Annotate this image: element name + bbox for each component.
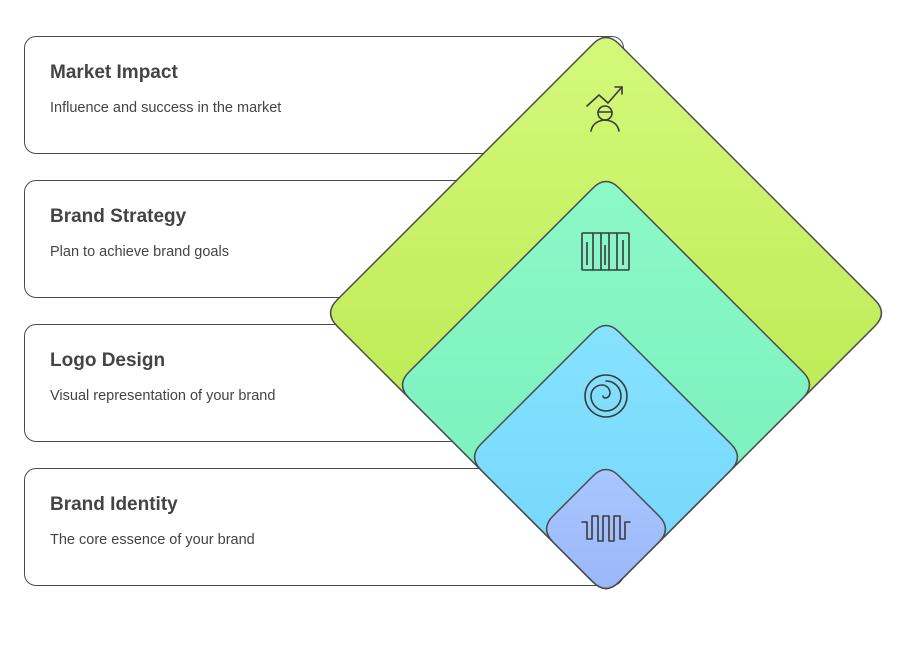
card-title: Brand Strategy: [50, 206, 187, 227]
card-description: Plan to achieve brand goals: [50, 244, 229, 260]
columns-plan-icon: [581, 232, 630, 271]
card-description: Influence and success in the market: [50, 100, 282, 116]
card-title: Logo Design: [50, 350, 166, 371]
growth-person-icon: [586, 86, 623, 132]
card-title: Brand Identity: [50, 494, 178, 515]
card-market-impact: Market Impact Influence and success in t…: [24, 36, 624, 154]
card-description: Visual representation of your brand: [50, 388, 276, 404]
spiral-logo-icon: [584, 374, 628, 418]
diamond-brand-identity: [545, 468, 667, 590]
waveform-core-icon: [581, 515, 631, 542]
card-title: Market Impact: [50, 62, 178, 83]
card-description: The core essence of your brand: [50, 532, 255, 548]
